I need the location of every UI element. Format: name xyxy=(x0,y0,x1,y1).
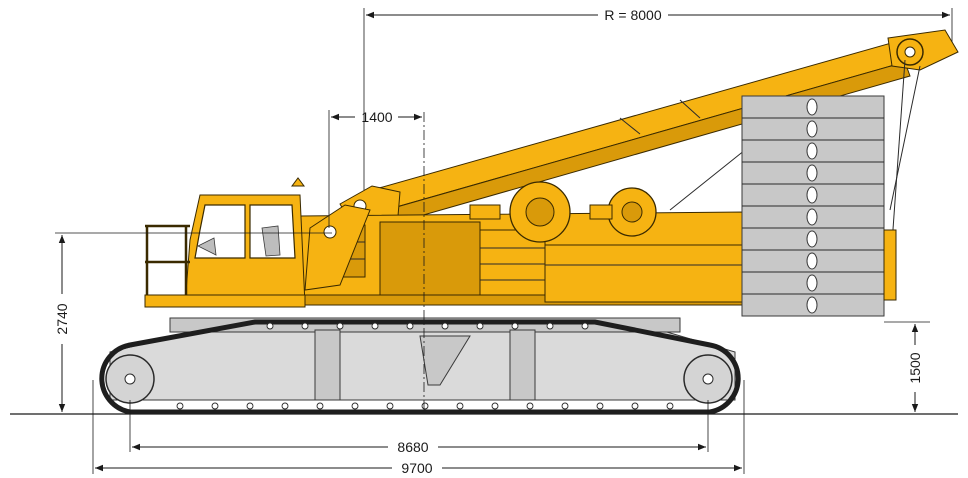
cab-railing xyxy=(145,224,190,300)
dimension-height: 2740 xyxy=(54,232,332,412)
dimension-overall-length: 9700 xyxy=(92,380,745,476)
dimension-offset: 1400 xyxy=(328,109,422,228)
uppercarriage xyxy=(299,181,746,306)
dimension-counterweight-clearance: 1500 xyxy=(884,321,930,412)
winch-drum-1 xyxy=(509,181,571,243)
winch-drum-2 xyxy=(607,187,657,237)
radius-label: R = 8000 xyxy=(604,7,661,23)
dimension-tumbler-distance: 8680 xyxy=(129,400,709,455)
overall-length-label: 9700 xyxy=(401,460,432,476)
tumbler-distance-label: 8680 xyxy=(397,439,428,455)
idler-wheel xyxy=(105,354,155,404)
undercarriage xyxy=(99,317,741,415)
offset-label: 1400 xyxy=(361,109,392,125)
counterweight xyxy=(741,95,897,317)
sprocket-wheel xyxy=(683,354,733,404)
clearance-label: 1500 xyxy=(907,352,923,383)
crawler-track xyxy=(99,319,741,415)
dimension-radius: R = 8000 xyxy=(363,7,953,190)
height-label: 2740 xyxy=(54,303,70,334)
operator-cab xyxy=(144,177,306,308)
